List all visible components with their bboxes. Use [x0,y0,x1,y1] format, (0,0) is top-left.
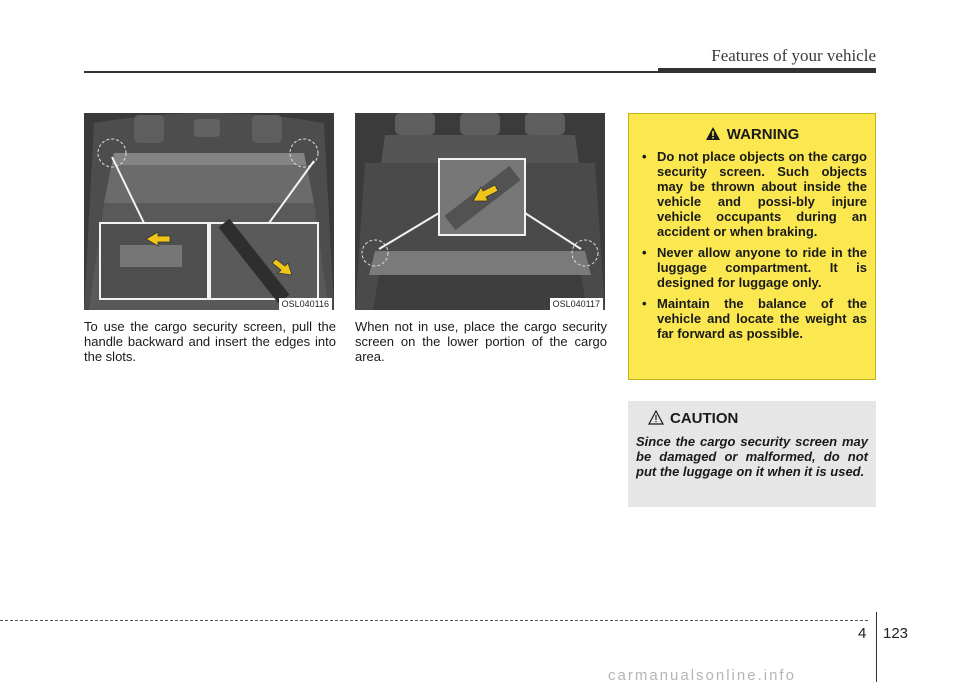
warning-triangle-icon [705,126,721,145]
caution-box: CAUTION Since the cargo security screen … [628,401,876,507]
page-footer-rule [0,620,868,621]
caution-text: Since the cargo security screen may be d… [636,434,868,479]
warning-list: Do not place objects on the cargo securi… [637,149,867,347]
photo-code-label: OSL040117 [549,298,603,310]
install-instruction-caption: To use the cargo security screen, pull t… [84,319,336,364]
cargo-screen-install-illustration [84,113,334,310]
cargo-screen-stowed-photo: OSL040117 [355,113,605,310]
photo-code-label: OSL040116 [278,298,332,310]
page-number: 123 [883,625,909,642]
header-section-title: Features of your vehicle [711,46,876,65]
page-footer-divider [876,612,877,682]
header-rule [84,71,876,73]
caution-heading: CAUTION [647,409,876,429]
cargo-screen-install-photo: OSL040116 [84,113,334,310]
header-rule-accent [658,68,876,73]
caution-title: CAUTION [670,410,739,427]
warning-item: Never allow anyone to ride in the luggag… [637,245,867,290]
warning-box: WARNING Do not place objects on the carg… [628,113,876,380]
warning-heading: WARNING [629,126,875,145]
warning-item: Maintain the balance of the vehicle and … [637,296,867,341]
warning-title: WARNING [726,126,800,143]
caution-triangle-icon [647,409,665,429]
cargo-screen-stowed-illustration [355,113,605,310]
stow-instruction-caption: When not in use, place the cargo securit… [355,319,607,364]
chapter-number: 4 [858,625,867,642]
warning-item: Do not place objects on the cargo securi… [637,149,867,239]
watermark-text: carmanualsonline.info [608,667,796,684]
